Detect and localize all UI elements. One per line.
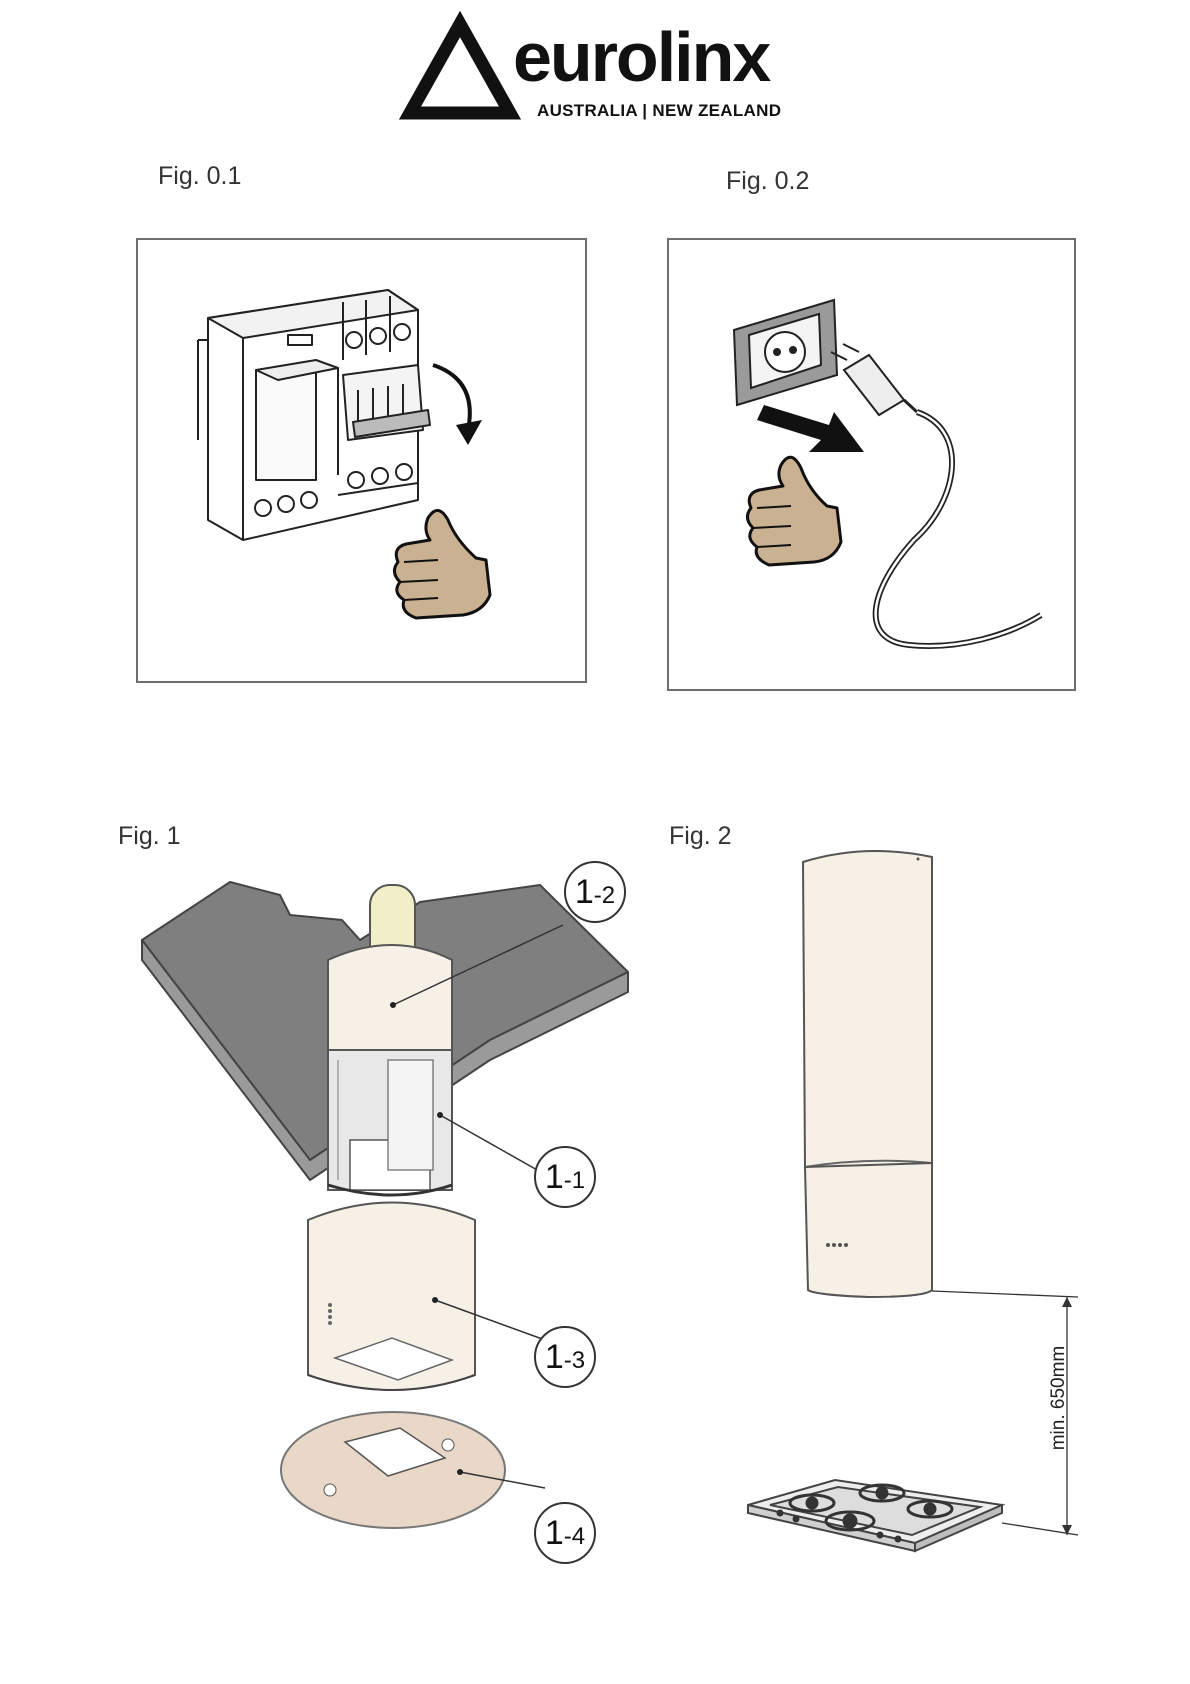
fig-0-1-panel: [136, 238, 587, 683]
thumbs-up-icon: [747, 457, 841, 565]
min-height-text: min. 650mm: [1048, 1328, 1072, 1468]
fig-0-2-label: Fig. 0.2: [726, 167, 809, 196]
unplug-socket-icon: [669, 240, 1078, 693]
fig-0-1-label: Fig. 0.1: [158, 162, 241, 191]
brand-name: eurolinx: [513, 22, 769, 92]
installation-height-diagram: [740, 845, 1160, 1565]
callout-1-4: 1-4: [534, 1502, 596, 1564]
fig-2-label: Fig. 2: [669, 822, 732, 851]
fig-0-2-panel: [667, 238, 1076, 691]
circuit-breaker-icon: [138, 240, 589, 685]
callout-1-2: 1-2: [564, 861, 626, 923]
callout-1-1: 1-1: [534, 1146, 596, 1208]
fig-1-label: Fig. 1: [118, 822, 181, 851]
hood-exploded-diagram: [130, 860, 650, 1580]
callout-1-3: 1-3: [534, 1326, 596, 1388]
thumbs-up-icon: [394, 510, 490, 618]
brand-region: AUSTRALIA | NEW ZEALAND: [537, 101, 781, 121]
